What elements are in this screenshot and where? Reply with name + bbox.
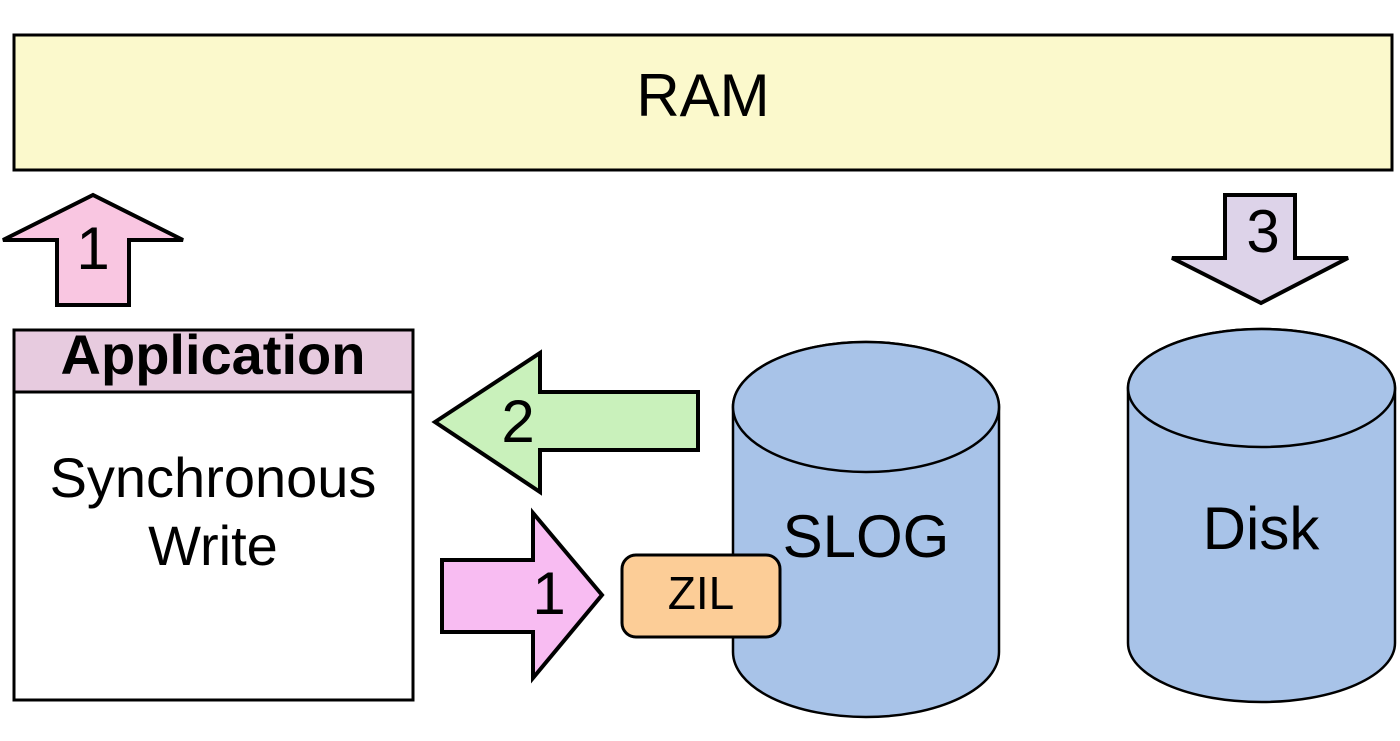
- arrow-app-to-ram-step-label: 1: [76, 215, 109, 282]
- application-body-line2: Write: [148, 514, 278, 577]
- application-header: [12, 328, 415, 394]
- zil-label: ZIL: [668, 567, 734, 619]
- arrow-ram-to-disk: [1171, 193, 1349, 306]
- arrow-slog-to-app-step-label: 2: [501, 388, 534, 455]
- zil-box: [620, 553, 782, 639]
- application-body-line1: Synchronous: [50, 446, 377, 509]
- ram-box: [12, 33, 1394, 172]
- arrow-app-to-zil: [440, 507, 605, 684]
- application-title: Application: [61, 323, 366, 386]
- arrow-app-to-zil-step-label: 1: [532, 560, 565, 627]
- arrow-app-to-ram: [2, 192, 184, 307]
- arrow-ram-to-disk-step-label: 3: [1246, 198, 1279, 265]
- disk-cylinder-top: [1126, 327, 1397, 449]
- arrow-slog-to-app: [431, 349, 700, 496]
- slog-label: SLOG: [783, 503, 950, 570]
- ram-label: RAM: [636, 62, 769, 129]
- slog-cylinder-top: [731, 340, 1001, 474]
- disk-label: Disk: [1203, 495, 1321, 562]
